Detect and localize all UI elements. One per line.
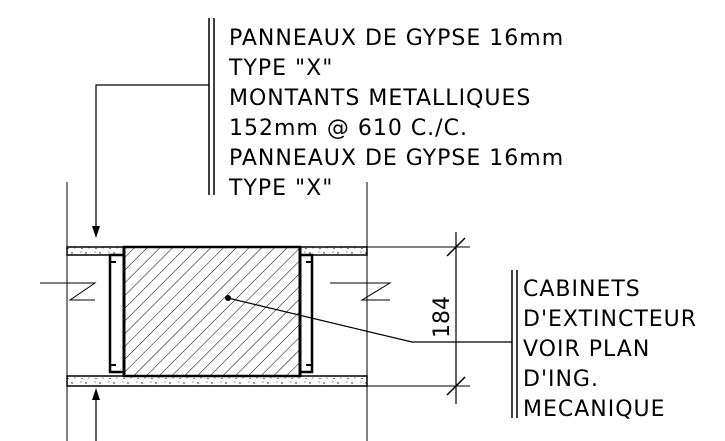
bottom-arrow bbox=[92, 388, 100, 441]
cabinet-note-line: VOIR PLAN bbox=[523, 337, 650, 362]
wall-note-line: TYPE "X" bbox=[228, 56, 333, 81]
extinguisher-cabinet bbox=[122, 245, 302, 378]
cabinet-note-bar bbox=[511, 270, 518, 418]
cabinet-note-line: CABINETS bbox=[523, 277, 641, 302]
cabinet-note-leader bbox=[225, 295, 512, 343]
cabinet-note-line: MECANIQUE bbox=[523, 397, 666, 422]
dimension-value: 184 bbox=[430, 296, 455, 338]
metal-stud-left bbox=[108, 253, 124, 374]
cabinet-note-line: D'EXTINCTEUR bbox=[523, 307, 697, 332]
cabinet-note: CABINETS D'EXTINCTEUR VOIR PLAN D'ING. M… bbox=[523, 277, 697, 422]
cabinet-note-line: D'ING. bbox=[523, 367, 599, 392]
wall-note-leader bbox=[92, 84, 209, 238]
bottom-gypsum-board bbox=[66, 375, 368, 387]
wall-note-bar bbox=[208, 18, 215, 195]
wall-note: PANNEAUX DE GYPSE 16mm TYPE "X" MONTANTS… bbox=[228, 26, 564, 201]
wall-note-line: PANNEAUX DE GYPSE 16mm bbox=[229, 26, 564, 51]
wall-boundary-lines bbox=[66, 182, 368, 441]
wall-note-line: 152mm @ 610 C./C. bbox=[229, 116, 468, 141]
metal-stud-right bbox=[300, 253, 314, 374]
wall-note-line: TYPE "X" bbox=[228, 176, 333, 201]
wall-note-line: PANNEAUX DE GYPSE 16mm bbox=[229, 146, 564, 171]
dimension-184: 184 bbox=[367, 232, 470, 404]
wall-note-line: MONTANTS METALLIQUES bbox=[229, 86, 531, 111]
break-symbols bbox=[40, 282, 392, 301]
